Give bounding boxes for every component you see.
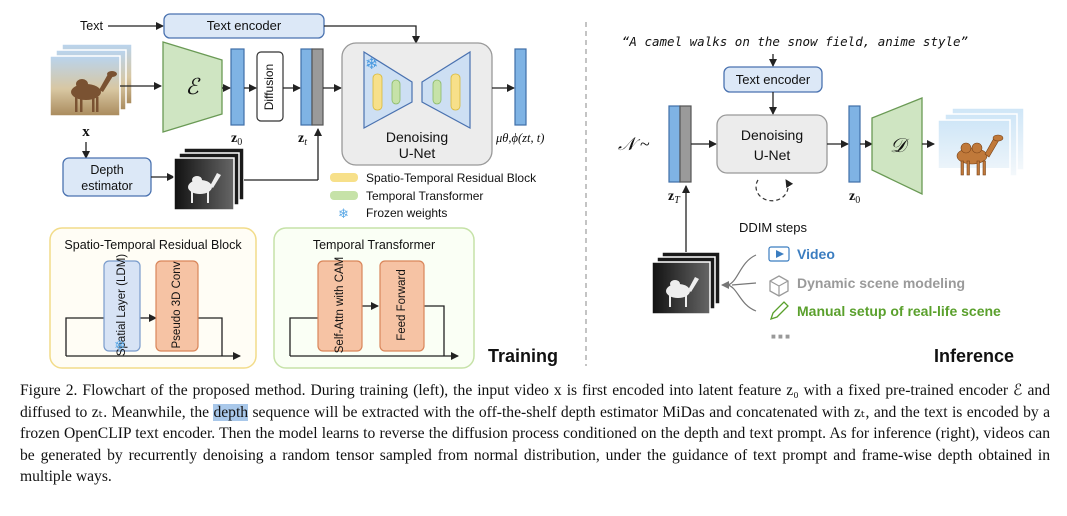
spatial-frozen-icon: ❄ [114, 337, 126, 353]
figure-caption: Figure 2. Flowchart of the proposed meth… [20, 380, 1050, 488]
diffusion-box [256, 51, 284, 122]
latent-z0-label: z0 [231, 131, 242, 148]
caption-part2: sequence will be extracted with the off-… [20, 403, 1050, 486]
training-title: Training [488, 346, 558, 366]
legend-snowflake-icon: ❄ [338, 206, 349, 221]
feed-forward-label: Feed Forward [396, 269, 408, 341]
latent-z0-bar [230, 48, 245, 126]
prompt-text: “A camel walks on the snow field, anime … [622, 34, 968, 49]
depth-estimator-line2: estimator [81, 179, 132, 193]
inference-z0-label: z0 [849, 189, 860, 206]
option-dynamic-scene: Dynamic scene modeling [769, 275, 965, 297]
more-options-dots: ■ ■ ■ [771, 332, 790, 341]
legend-strb: Spatio-Temporal Residual Block [366, 171, 537, 185]
unet-label-line2: U-Net [399, 145, 436, 161]
spatial-layer-block [103, 260, 141, 352]
latent-zT-label: zT [668, 189, 681, 206]
spatial-layer-label: Spatial Layer (LDM) [116, 254, 128, 356]
inference-text-encoder-label: Text encoder [736, 72, 811, 87]
latent-zt-bar [300, 48, 313, 126]
decoder-symbol: 𝒟 [890, 135, 910, 157]
noise-distribution-label: 𝒩 ~ [618, 134, 650, 154]
tt-title: Temporal Transformer [313, 238, 435, 252]
inference-unet-line2: U-Net [754, 147, 791, 163]
inference-depth-frames [651, 251, 721, 315]
legend-frozen: Frozen weights [366, 206, 447, 220]
self-attn-block [317, 260, 363, 352]
self-attn-label: Self-Attn with CAM [334, 257, 346, 354]
latent-zT-bar [668, 105, 681, 183]
encoder-symbol: ℰ [185, 74, 201, 99]
text-encoder-label: Text encoder [207, 18, 282, 33]
mu-output-label: μθ,ϕ(zt, t) [495, 131, 544, 145]
ddim-loop-icon [755, 179, 794, 202]
pseudo-3d-conv-label: Pseudo 3D Conv [171, 261, 183, 348]
decoder-block [871, 97, 923, 196]
encoder-block [162, 41, 223, 133]
inference-title: Inference [934, 346, 1014, 366]
inference-unet-line1: Denoising [741, 127, 803, 143]
unet-label-line1: Denoising [386, 129, 448, 145]
option-manual-setup: Manual setup of real-life scene [769, 301, 1001, 321]
tt-detail: Temporal Transformer Self-Attn with CAM … [273, 227, 475, 369]
depth-latent-bar [311, 48, 324, 126]
pencil-icon [769, 301, 789, 321]
legend-tt: Temporal Transformer [366, 189, 483, 203]
ddim-steps-label: DDIM steps [739, 220, 807, 235]
inference-depth-bar [679, 105, 692, 183]
caption-part1: Figure 2. Flowchart of the proposed meth… [20, 382, 1050, 421]
latent-zt-label: zt [298, 131, 307, 148]
input-video-frames [49, 43, 133, 117]
text-input-label: Text [80, 19, 103, 33]
option-video: Video [768, 246, 835, 262]
option-video-label: Video [797, 246, 835, 262]
strb-detail: Spatio-Temporal Residual Block Spatial L… [49, 227, 257, 369]
flowchart-figure: Text Text encoder x ℰ [49, 13, 1025, 369]
caption-highlight: depth [213, 403, 249, 421]
pseudo-3d-conv-block [155, 260, 199, 352]
strb-title: Spatio-Temporal Residual Block [64, 238, 242, 252]
feed-forward-block [379, 260, 425, 352]
inference-z0-bar [848, 105, 861, 183]
option-dynamic-label: Dynamic scene modeling [797, 275, 965, 291]
predicted-noise-bar [514, 48, 527, 126]
anime-camel-image [956, 134, 1004, 176]
inference-panel: “A camel walks on the snow field, anime … [618, 34, 1025, 366]
diffusion-label: Diffusion [262, 64, 276, 110]
generated-video-frames [937, 107, 1025, 183]
training-panel: Text Text encoder x ℰ [49, 13, 558, 369]
inference-unet-box [716, 114, 828, 174]
legend: Spatio-Temporal Residual Block Temporal … [330, 171, 537, 221]
film-icon [768, 246, 790, 262]
depth-estimator-line1: Depth [90, 163, 123, 177]
input-x-label: x [82, 124, 90, 140]
frozen-snowflake-icon: ❄ [365, 56, 378, 73]
camel-image [71, 71, 117, 112]
option-manual-label: Manual setup of real-life scene [797, 303, 1001, 319]
depth-map-frames [173, 147, 245, 211]
